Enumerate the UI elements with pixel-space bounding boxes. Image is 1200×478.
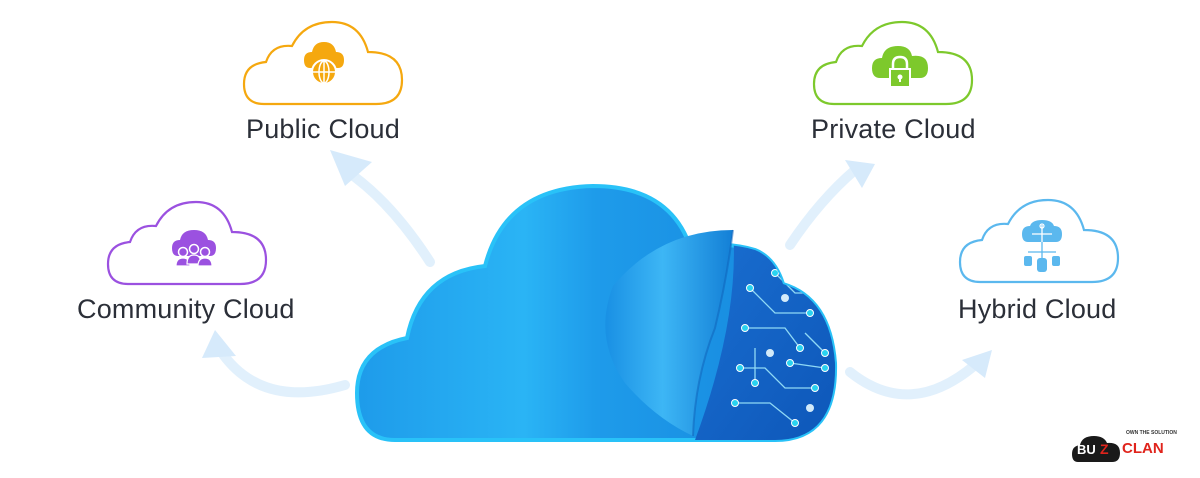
arrow-to-community-cloud [202, 330, 350, 398]
logo-text-bu: BU [1077, 442, 1096, 457]
lock-icon [872, 46, 928, 88]
public-cloud-label: Public Cloud [246, 114, 400, 144]
community-cloud-outline-icon [106, 200, 268, 286]
public-cloud-outline-icon [242, 20, 404, 106]
arrow-to-private-cloud [785, 160, 875, 250]
central-cloud-illustration [355, 183, 838, 442]
peeled-corner [605, 230, 733, 436]
buzzclan-logo: BU Z OWN THE SOLUTION CLAN [1072, 430, 1192, 466]
logo-text-z: Z [1100, 441, 1109, 457]
hybrid-cloud-label: Hybrid Cloud [958, 294, 1117, 324]
people-icon [172, 230, 216, 267]
private-cloud-outline-icon [812, 20, 974, 106]
community-cloud-node [106, 198, 270, 288]
logo-tagline: OWN THE SOLUTION [1126, 430, 1177, 436]
private-cloud-label: Private Cloud [811, 114, 976, 144]
public-cloud-node [242, 18, 406, 108]
arrow-to-public-cloud [330, 150, 435, 267]
logo-text-clan: CLAN [1122, 440, 1164, 457]
database-network-icon [1022, 220, 1062, 272]
arrow-to-hybrid-cloud [845, 350, 992, 400]
community-cloud-label: Community Cloud [77, 294, 295, 324]
private-cloud-node [812, 18, 976, 108]
logo-cloud-icon [1072, 436, 1120, 462]
globe-icon [304, 42, 344, 85]
hybrid-cloud-outline-icon [958, 198, 1120, 284]
hybrid-cloud-node [958, 196, 1122, 286]
